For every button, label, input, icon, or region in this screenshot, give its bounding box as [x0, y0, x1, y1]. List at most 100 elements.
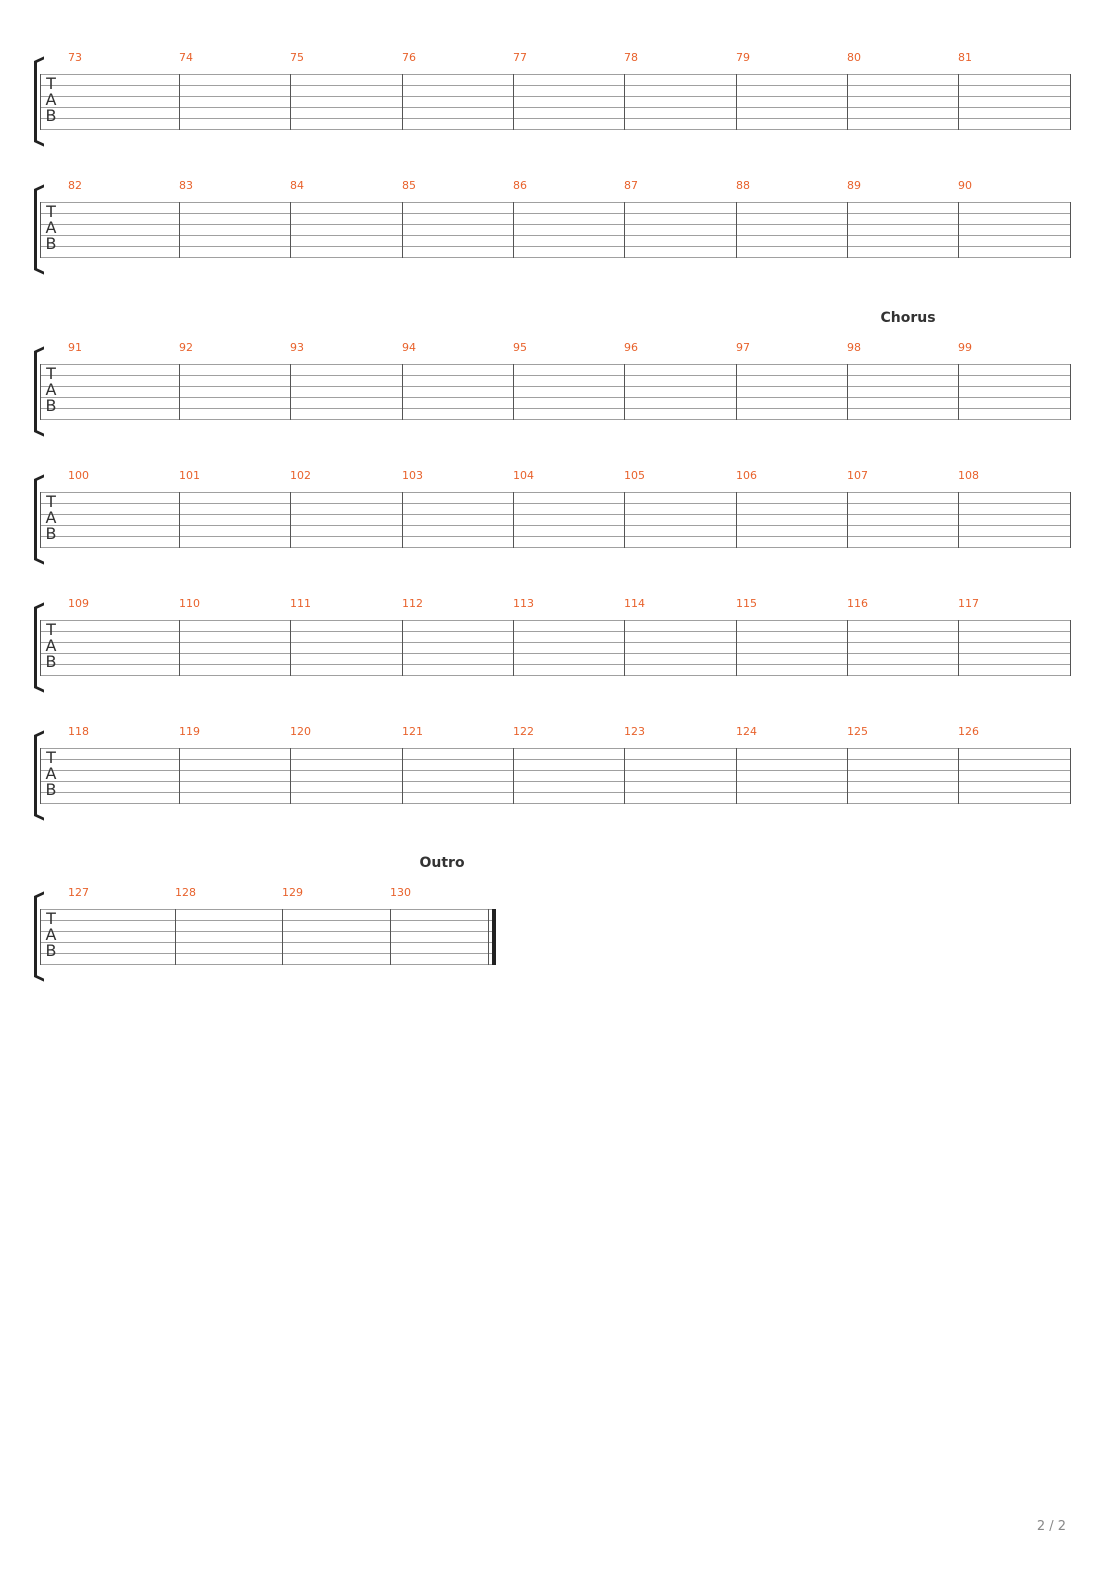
barline	[624, 620, 625, 676]
barline	[290, 74, 291, 130]
measure-number: 127	[68, 886, 89, 899]
tab-clef-letter: T	[46, 620, 56, 639]
tab-clef-letter: A	[45, 636, 57, 655]
barline	[624, 74, 625, 130]
staff-line	[40, 213, 1070, 214]
barline	[290, 748, 291, 804]
staff-line	[40, 759, 1070, 760]
measure-number: 80	[847, 51, 861, 64]
barline	[958, 492, 959, 548]
staff-line	[40, 96, 1070, 97]
measure-number: 130	[390, 886, 411, 899]
barline	[175, 909, 176, 965]
tab-clef-letter: T	[46, 492, 56, 511]
measure-number: 99	[958, 341, 972, 354]
barline	[290, 492, 291, 548]
staff-line	[40, 653, 1070, 654]
barline	[179, 364, 180, 420]
staff-line	[40, 964, 493, 965]
measure-number: 102	[290, 469, 311, 482]
staff-line	[40, 514, 1070, 515]
staff-line	[40, 107, 1070, 108]
system-bracket	[34, 351, 47, 432]
tab-clef-letter: T	[46, 364, 56, 383]
barline	[1070, 364, 1071, 420]
measure-number: 73	[68, 51, 82, 64]
staff-line	[40, 675, 1070, 676]
measure-number: 78	[624, 51, 638, 64]
tab-clef-letter: A	[45, 380, 57, 399]
section-marker: Chorus	[880, 310, 936, 326]
barline	[847, 748, 848, 804]
measure-number: 105	[624, 469, 645, 482]
system-bracket	[34, 735, 47, 816]
measure-number: 89	[847, 179, 861, 192]
measure-number: 126	[958, 725, 979, 738]
tab-clef-letter: T	[46, 909, 56, 928]
barline	[958, 74, 959, 130]
barline	[624, 492, 625, 548]
barline	[847, 364, 848, 420]
measure-number: 75	[290, 51, 304, 64]
barline	[402, 620, 403, 676]
barline	[1070, 748, 1071, 804]
measure-number: 85	[402, 179, 416, 192]
barline	[40, 909, 41, 965]
tab-clef-letter: A	[45, 508, 57, 527]
tab-clef-letter: T	[46, 748, 56, 767]
barline	[847, 620, 848, 676]
barline	[847, 492, 848, 548]
staff-line	[40, 257, 1070, 258]
barline	[958, 748, 959, 804]
barline	[513, 74, 514, 130]
staff-line	[40, 920, 493, 921]
staff-line	[40, 364, 1070, 365]
barline	[179, 74, 180, 130]
measure-number: 90	[958, 179, 972, 192]
staff-line	[40, 74, 1070, 75]
measure-number: 84	[290, 179, 304, 192]
barline	[958, 202, 959, 258]
system-bracket	[34, 896, 47, 977]
system-bracket	[34, 607, 47, 688]
measure-number: 120	[290, 725, 311, 738]
barline	[513, 620, 514, 676]
measure-number: 104	[513, 469, 534, 482]
measure-number: 125	[847, 725, 868, 738]
staff-line	[40, 246, 1070, 247]
barline	[736, 74, 737, 130]
staff-line	[40, 620, 1070, 621]
barline	[402, 364, 403, 420]
barline	[402, 74, 403, 130]
measure-number: 121	[402, 725, 423, 738]
system-bracket	[34, 479, 47, 560]
measure-number: 94	[402, 341, 416, 354]
staff-line	[40, 235, 1070, 236]
barline	[513, 202, 514, 258]
staff-line	[40, 536, 1070, 537]
measure-number: 107	[847, 469, 868, 482]
barline	[736, 202, 737, 258]
barline	[40, 364, 41, 420]
measure-number: 129	[282, 886, 303, 899]
measure-number: 116	[847, 597, 868, 610]
measure-number: 79	[736, 51, 750, 64]
barline	[1070, 74, 1071, 130]
staff-line	[40, 525, 1070, 526]
barline	[290, 620, 291, 676]
barline	[847, 202, 848, 258]
barline	[736, 492, 737, 548]
barline	[40, 74, 41, 130]
staff-line	[40, 375, 1070, 376]
staff-line	[40, 129, 1070, 130]
staff-line	[40, 781, 1070, 782]
tab-clef-letter: B	[45, 396, 57, 415]
staff-line	[40, 408, 1070, 409]
staff-line	[40, 547, 1070, 548]
measure-number: 76	[402, 51, 416, 64]
barline	[513, 364, 514, 420]
measure-number: 118	[68, 725, 89, 738]
tab-clef-letter: B	[45, 234, 57, 253]
barline	[40, 492, 41, 548]
